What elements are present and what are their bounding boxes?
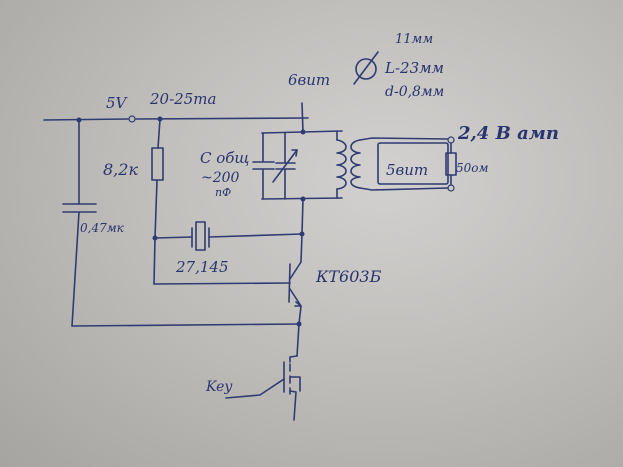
output-terminal-bottom — [447, 184, 455, 192]
bias-resistor — [151, 118, 291, 285]
wire-diameter-label: d-0,8мм — [385, 84, 444, 100]
crystal — [154, 221, 305, 251]
primary-turns-label: 6вит — [288, 71, 330, 89]
load-resistor-label: 50ом — [456, 161, 488, 175]
cap-value-label: ~200 — [201, 170, 240, 186]
supply-rail — [43, 115, 309, 123]
transistor-label: КТ603Б — [315, 267, 382, 286]
cap-unit-label: пФ — [215, 186, 231, 199]
coil-diameter-label: 11мм — [395, 32, 433, 47]
diameter-icon — [353, 51, 379, 85]
key-input-label: Key — [205, 379, 233, 395]
secondary-circuit — [350, 136, 457, 192]
cap-total-label: С общ — [200, 149, 249, 167]
crystal-frequency-label: 27,145 — [175, 258, 229, 276]
bypass-cap-label: 0,47мк — [80, 221, 125, 235]
output-voltage-label: 2,4 В амп — [457, 123, 559, 144]
resistor-value-label: 8,2к — [103, 160, 138, 179]
tank-circuit — [252, 102, 347, 263]
bypass-capacitor — [62, 119, 299, 327]
supply-current-label: 20-25ma — [149, 90, 216, 108]
secondary-turns-label: 5вит — [386, 161, 428, 179]
output-terminal-top — [447, 136, 455, 144]
transistor — [288, 261, 302, 327]
key-mosfet — [225, 323, 301, 421]
supply-terminal — [128, 115, 136, 123]
coil-length-label: L-23мм — [384, 59, 444, 77]
supply-voltage-label: 5V — [106, 94, 129, 112]
